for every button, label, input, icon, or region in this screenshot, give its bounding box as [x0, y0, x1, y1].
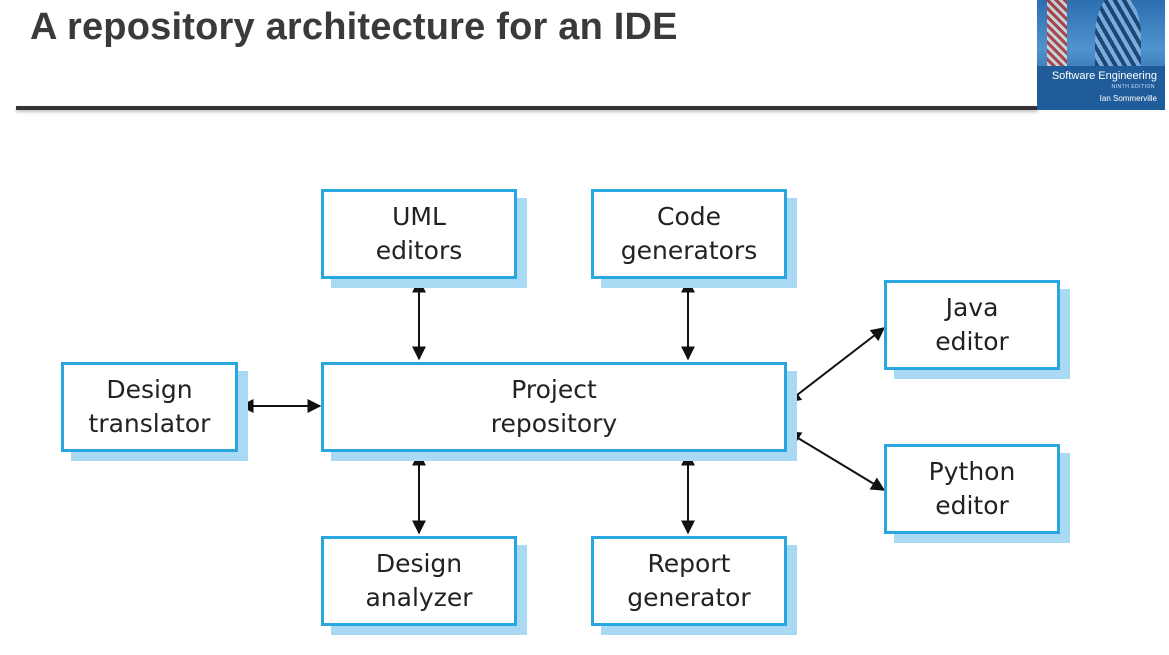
- node-java-editor: Java editor: [884, 280, 1060, 370]
- node-python-editor: Python editor: [884, 444, 1060, 534]
- node-label: Code generators: [620, 202, 758, 265]
- edge-python-editor-repository: [786, 431, 886, 491]
- slide-title: A repository architecture for an IDE: [30, 6, 678, 48]
- node-label: Java editor: [935, 293, 1009, 356]
- node-label: Project repository: [490, 375, 618, 438]
- cover-band: [1037, 66, 1165, 110]
- cover-edition: NINTH EDITION: [1111, 84, 1155, 90]
- node-label: Python editor: [928, 457, 1016, 520]
- node-label: Design translator: [88, 375, 211, 438]
- node-label: Design analyzer: [365, 549, 473, 612]
- node-report-generator: Report generator: [591, 536, 787, 626]
- node-label: Report generator: [627, 549, 751, 612]
- cover-author: Ian Sommerville: [1099, 94, 1157, 103]
- node-label: UML editors: [375, 202, 463, 265]
- title-divider: [16, 106, 1038, 110]
- edge-java-editor-repository: [786, 327, 886, 403]
- node-uml-editors: UML editors: [321, 189, 517, 279]
- cover-title: Software Engineering: [1051, 70, 1157, 82]
- book-cover-image: Software Engineering NINTH EDITION Ian S…: [1037, 0, 1165, 110]
- node-code-generators: Code generators: [591, 189, 787, 279]
- node-design-translator: Design translator: [61, 362, 238, 452]
- node-design-analyzer: Design analyzer: [321, 536, 517, 626]
- node-project-repository: Project repository: [321, 362, 787, 452]
- crane-graphic: [1047, 0, 1067, 78]
